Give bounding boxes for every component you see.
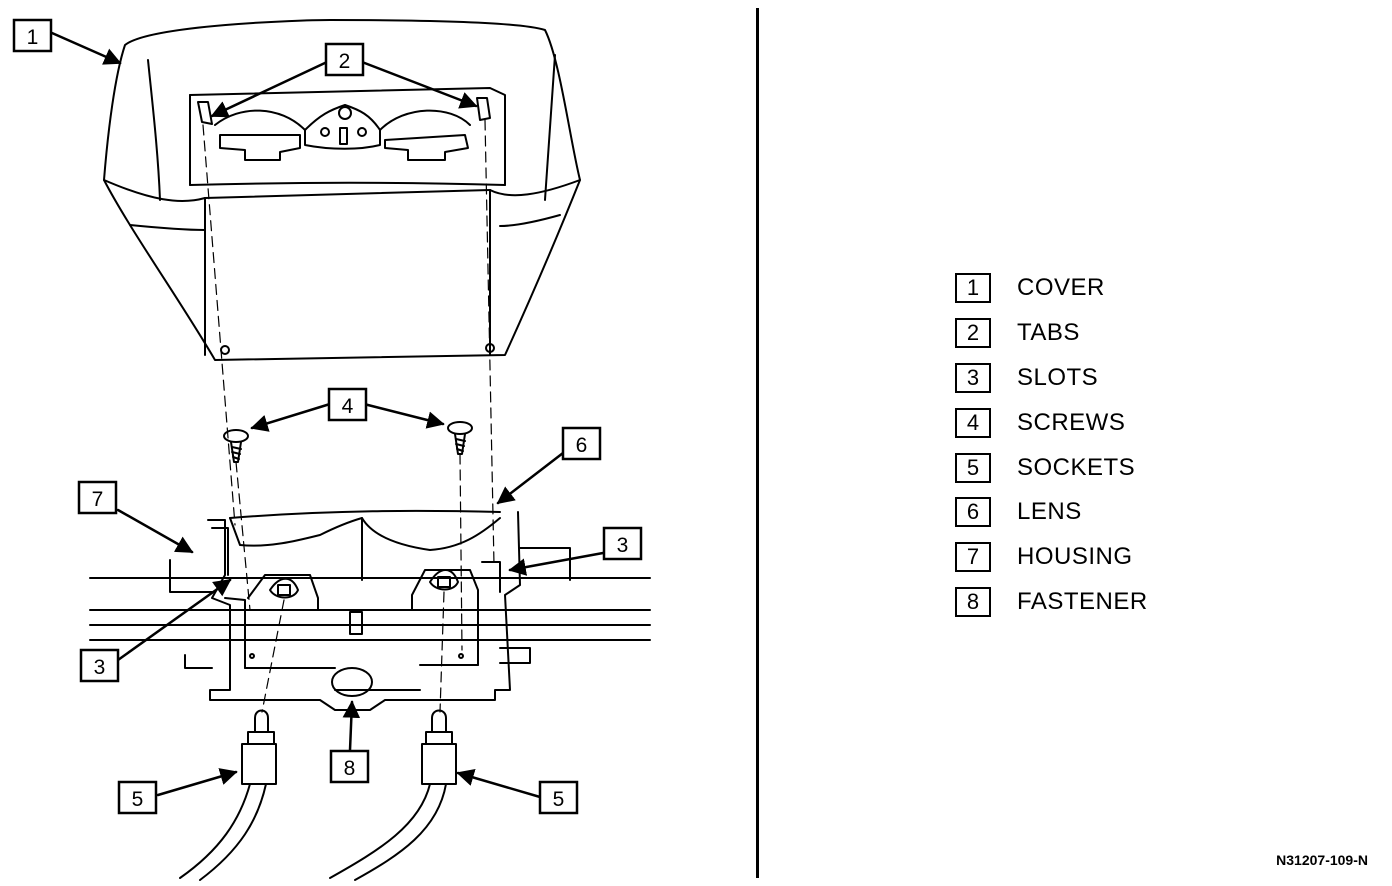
callout-sockets-right: 5 (538, 780, 579, 815)
lens-part (229, 509, 501, 581)
legend-label: SLOTS (1017, 363, 1099, 391)
legend-label: TABS (1017, 319, 1080, 347)
legend-row: 8 FASTENER (955, 580, 1148, 625)
svg-text:4: 4 (342, 395, 354, 418)
legend-number: 5 (955, 452, 991, 483)
svg-text:7: 7 (92, 488, 104, 511)
callout-slots-right: 3 (602, 526, 643, 561)
legend-row: 4 SCREWS (955, 400, 1148, 445)
svg-text:5: 5 (553, 788, 565, 811)
figure-id: N31207-109-N (1276, 852, 1368, 868)
callout-cover: 1 (12, 18, 53, 53)
fastener-part (331, 667, 373, 697)
legend-row: 5 SOCKETS (955, 445, 1148, 490)
svg-text:3: 3 (617, 534, 629, 557)
legend-number: 3 (955, 362, 991, 393)
screws-part (223, 421, 473, 463)
callout-screws: 4 (327, 387, 368, 422)
callout-lens: 6 (561, 426, 602, 461)
legend-row: 3 SLOTS (955, 356, 1148, 401)
cover-part (103, 19, 581, 361)
legend-number: 6 (955, 497, 991, 528)
svg-text:6: 6 (576, 434, 588, 457)
callout-tabs: 2 (324, 42, 365, 77)
legend-label: HOUSING (1017, 543, 1133, 571)
legend-number: 2 (955, 318, 991, 349)
parts-legend: 1 COVER 2 TABS 3 SLOTS 4 SCREWS 5 SOCKET… (955, 266, 1148, 624)
svg-text:1: 1 (27, 26, 39, 49)
legend-row: 1 COVER (955, 266, 1148, 311)
legend-number: 1 (955, 273, 991, 304)
panel-divider (756, 8, 759, 878)
legend-label: LENS (1017, 498, 1082, 526)
leader-arrows (50, 31, 605, 799)
svg-text:3: 3 (94, 656, 106, 679)
legend-label: FASTENER (1017, 587, 1148, 615)
callout-fastener: 8 (329, 749, 370, 784)
legend-number: 4 (955, 407, 991, 438)
callout-slots-left: 3 (79, 648, 120, 683)
legend-number: 8 (955, 586, 991, 617)
svg-text:2: 2 (339, 50, 351, 73)
callout-housing: 7 (77, 480, 118, 515)
legend-label: SCREWS (1017, 408, 1126, 436)
legend-number: 7 (955, 542, 991, 573)
callout-sockets-left: 5 (117, 780, 158, 815)
alignment-lines (202, 119, 495, 713)
legend-label: SOCKETS (1017, 453, 1136, 481)
legend-row: 2 TABS (955, 311, 1148, 356)
legend-row: 6 LENS (955, 490, 1148, 535)
svg-text:8: 8 (344, 757, 356, 780)
legend-label: COVER (1017, 274, 1105, 302)
legend-row: 7 HOUSING (955, 535, 1148, 580)
svg-text:5: 5 (132, 788, 144, 811)
sockets-part (179, 569, 459, 881)
